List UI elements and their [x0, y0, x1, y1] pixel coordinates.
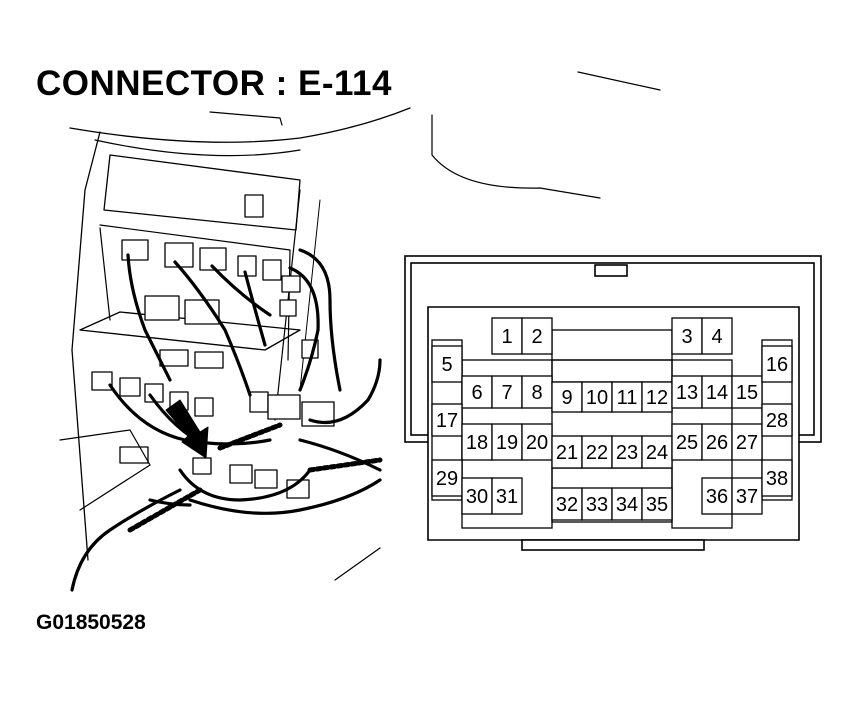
- pin-label-1: 1: [501, 326, 512, 348]
- pin-label-20: 20: [526, 432, 548, 454]
- pin-cell-22: [581, 435, 613, 469]
- pin-cell-11: [611, 381, 643, 413]
- pin-cell-2: [521, 317, 553, 355]
- pin-cell-20: [521, 423, 553, 461]
- pin-label-19: 19: [496, 432, 518, 454]
- pin-cell-24: [641, 435, 673, 469]
- pin-cell-12: [641, 381, 673, 413]
- pin-cell-28: [761, 403, 793, 437]
- pin-cell-18: [461, 423, 493, 461]
- pin-label-5: 5: [441, 354, 452, 376]
- pin-cell-33: [581, 487, 613, 521]
- pin-label-25: 25: [676, 432, 698, 454]
- pin-label-26: 26: [706, 432, 728, 454]
- pin-label-3: 3: [681, 326, 692, 348]
- pin-cell-25: [671, 423, 703, 461]
- pin-cell-34: [611, 487, 643, 521]
- pin-cell-35: [641, 487, 673, 521]
- pin-label-12: 12: [646, 387, 668, 409]
- pin-label-22: 22: [586, 442, 608, 464]
- pin-label-38: 38: [766, 468, 788, 490]
- pin-cell-17: [431, 403, 463, 437]
- pin-label-4: 4: [711, 326, 722, 348]
- pin-cell-26: [701, 423, 733, 461]
- pin-label-28: 28: [766, 410, 788, 432]
- pin-label-27: 27: [736, 432, 758, 454]
- pin-label-13: 13: [676, 382, 698, 404]
- pin-label-15: 15: [736, 382, 758, 404]
- pin-label-8: 8: [531, 382, 542, 404]
- pin-cell-36: [701, 477, 733, 515]
- pin-cell-15: [731, 375, 763, 409]
- figure-code: G01850528: [36, 611, 146, 634]
- pin-label-23: 23: [616, 442, 638, 464]
- pin-label-37: 37: [736, 486, 758, 508]
- pin-label-34: 34: [616, 494, 638, 516]
- pin-cell-16: [761, 345, 793, 383]
- pin-cell-4: [701, 317, 733, 355]
- pin-cell-30: [461, 477, 493, 515]
- pin-cell-8: [521, 375, 553, 409]
- pin-label-9: 9: [561, 387, 572, 409]
- pin-label-16: 16: [766, 354, 788, 376]
- pin-label-17: 17: [436, 410, 458, 432]
- pin-cell-19: [491, 423, 523, 461]
- pin-label-35: 35: [646, 494, 668, 516]
- pin-cell-38: [761, 459, 793, 497]
- pin-label-6: 6: [471, 382, 482, 404]
- pin-cell-23: [611, 435, 643, 469]
- pin-cell-31: [491, 477, 523, 515]
- pin-label-14: 14: [706, 382, 728, 404]
- pin-label-10: 10: [586, 387, 608, 409]
- pin-label-31: 31: [496, 486, 518, 508]
- pin-label-24: 24: [646, 442, 668, 464]
- pin-label-21: 21: [556, 442, 578, 464]
- pin-label-32: 32: [556, 494, 578, 516]
- pin-label-36: 36: [706, 486, 728, 508]
- pin-label-33: 33: [586, 494, 608, 516]
- pin-cell-5: [431, 345, 463, 383]
- pin-cell-27: [731, 423, 763, 461]
- pin-label-29: 29: [436, 468, 458, 490]
- pin-label-7: 7: [501, 382, 512, 404]
- pin-label-18: 18: [466, 432, 488, 454]
- pin-label-11: 11: [617, 387, 638, 409]
- pin-label-2: 2: [531, 326, 542, 348]
- connector-title: CONNECTOR : E-114: [36, 64, 392, 103]
- pin-cell-13: [671, 375, 703, 409]
- pin-cell-10: [581, 381, 613, 413]
- pin-cell-37: [731, 477, 763, 515]
- pin-label-30: 30: [466, 486, 488, 508]
